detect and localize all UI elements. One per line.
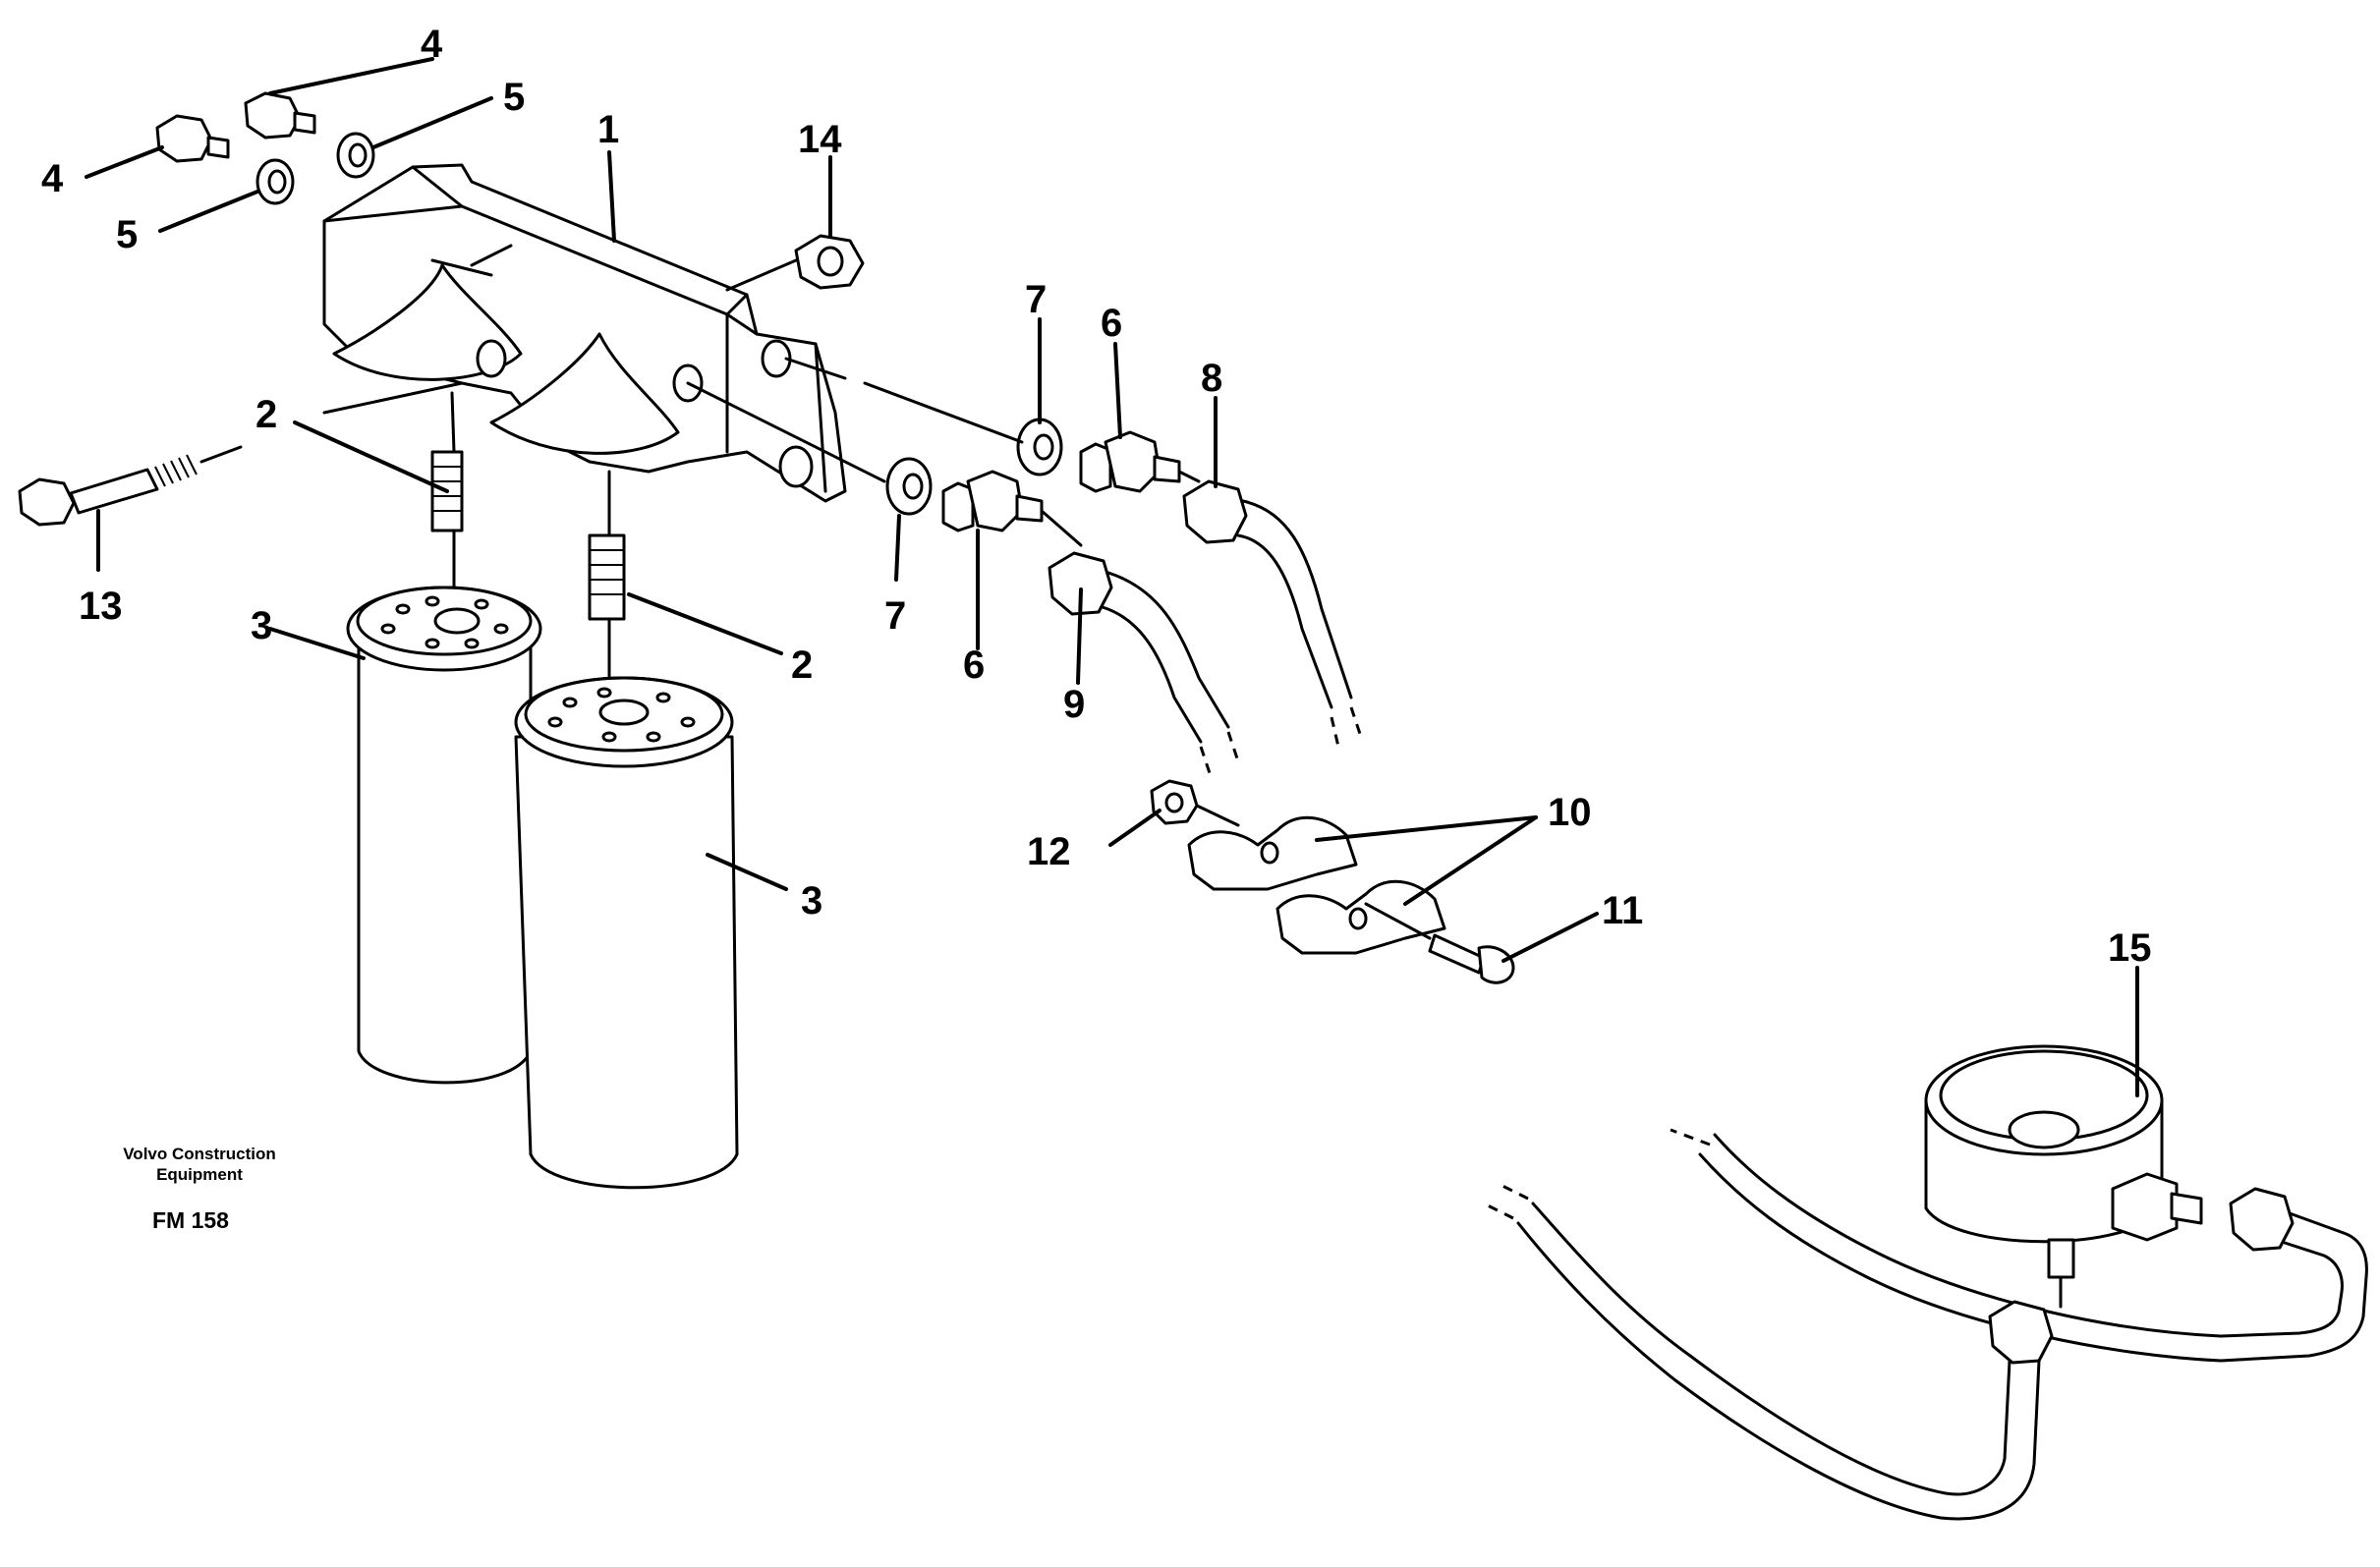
callout-2-upper: 2 [255, 393, 277, 436]
figure-code: FM 158 [152, 1207, 229, 1233]
washer-upper [336, 132, 375, 179]
clamp-screw [1428, 933, 1515, 984]
clamp-nut [1150, 779, 1199, 825]
adapter-lower [941, 470, 1044, 532]
callout-8: 8 [1201, 357, 1222, 400]
filter-head-bracket [322, 163, 847, 503]
washer-lower [255, 158, 295, 205]
callout-11: 11 [1602, 889, 1643, 932]
remote-pipe-outlet [1670, 1128, 2368, 1363]
washer-7-lower [885, 457, 933, 516]
adapter-upper [1079, 430, 1181, 493]
bolt [18, 454, 198, 527]
callout-15: 15 [2108, 926, 2152, 970]
nut-top [794, 234, 865, 290]
leader-lines [85, 57, 2139, 1097]
remote-filter-adapter [1924, 1044, 2203, 1279]
callout-4-lower: 4 [41, 157, 64, 200]
callout-7-lower: 7 [884, 594, 906, 638]
callout-5-lower: 5 [116, 213, 138, 256]
bolt-axis-line [199, 381, 464, 464]
nut-axis-line [725, 258, 798, 292]
remote-pipe-inlet [1483, 1182, 2054, 1521]
credit-line-2: Equipment [156, 1165, 243, 1184]
callout-12: 12 [1027, 830, 1071, 873]
plug-upper [244, 91, 316, 140]
connection-nipple-right [588, 533, 626, 621]
callout-6-lower: 6 [963, 644, 985, 687]
washer-7-upper [1016, 418, 1063, 476]
callout-6-upper: 6 [1101, 302, 1122, 345]
pipe-8 [1182, 479, 1363, 748]
callout-5-upper: 5 [503, 76, 525, 119]
callout-13: 13 [79, 585, 123, 628]
credit-line-1: Volvo Construction [123, 1145, 276, 1163]
callout-3-right: 3 [801, 879, 822, 923]
filter-cartridge-left [346, 586, 542, 1085]
callout-14: 14 [798, 118, 842, 161]
callout-10: 10 [1548, 791, 1592, 834]
callout-2-lower: 2 [791, 644, 813, 687]
callout-7-upper: 7 [1025, 278, 1047, 321]
callout-3-left: 3 [251, 604, 272, 647]
plug-lower [155, 114, 230, 163]
callout-4-upper: 4 [421, 23, 443, 66]
pipe-9 [1048, 551, 1240, 777]
callout-1: 1 [597, 108, 619, 151]
axis-lower-port [686, 381, 886, 483]
filter-cartridge-right [514, 676, 739, 1190]
clamp-lower [1275, 879, 1446, 955]
callout-9: 9 [1063, 683, 1085, 726]
axis-upper-port [784, 357, 1024, 444]
clamp-upper [1187, 815, 1358, 891]
